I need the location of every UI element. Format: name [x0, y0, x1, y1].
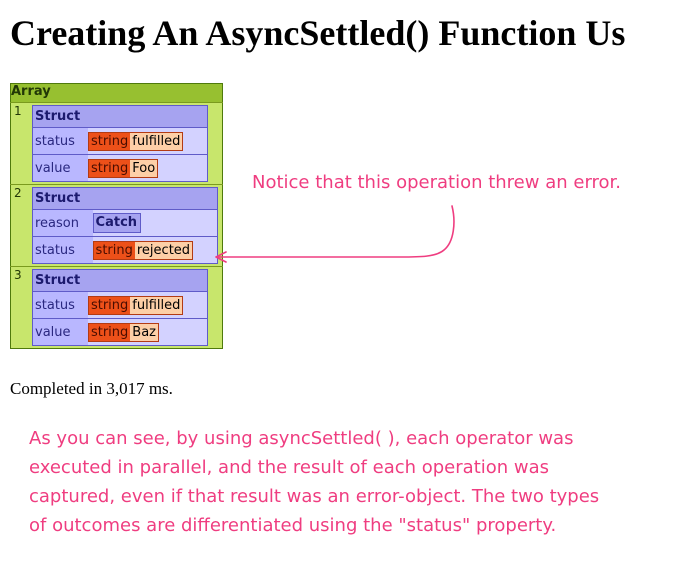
array-table: Array 1 Struct status string	[10, 83, 223, 349]
struct-key[interactable]: value	[32, 318, 88, 346]
struct-header[interactable]: Struct	[32, 269, 208, 292]
struct-key[interactable]: reason	[32, 209, 93, 237]
catch-struct-label[interactable]: Catch	[92, 213, 142, 233]
struct-table: Struct reason Catch status	[32, 187, 218, 264]
string-value-box: string fulfilled	[87, 131, 184, 151]
string-value-box: string Foo	[87, 158, 159, 178]
completed-time-text: Completed in 3,017 ms.	[10, 379, 173, 398]
string-value: rejected	[134, 241, 193, 259]
array-index[interactable]: 3	[10, 266, 32, 349]
string-type-label[interactable]: string	[93, 241, 135, 259]
string-type-label[interactable]: string	[88, 296, 131, 314]
string-value: fulfilled	[130, 296, 183, 314]
array-index[interactable]: 1	[10, 102, 32, 185]
struct-table: Struct status string fulfilled	[32, 105, 208, 182]
string-value: Foo	[130, 159, 158, 177]
struct-key[interactable]: status	[32, 127, 88, 155]
struct-row: value string Baz	[32, 318, 208, 346]
struct-key[interactable]: status	[32, 236, 93, 264]
array-dump: Array 1 Struct status string	[10, 83, 223, 349]
string-value: Baz	[130, 323, 159, 341]
page-title: Creating An AsyncSettled() Function Us	[10, 13, 626, 53]
string-type-label[interactable]: string	[88, 132, 131, 150]
struct-key[interactable]: status	[32, 291, 88, 319]
string-type-label[interactable]: string	[88, 323, 131, 341]
array-header[interactable]: Array	[10, 83, 223, 103]
string-value: fulfilled	[130, 132, 183, 150]
string-value-box: string Baz	[87, 322, 160, 342]
error-annotation: Notice that this operation threw an erro…	[252, 172, 622, 193]
struct-row: reason Catch	[32, 209, 218, 237]
struct-row: status string fulfilled	[32, 127, 208, 155]
struct-table: Struct status string fulfilled	[32, 269, 208, 346]
string-type-label[interactable]: string	[88, 159, 131, 177]
struct-row: value string Foo	[32, 154, 208, 182]
annotation-arrow-line	[217, 205, 455, 258]
string-value-box: string fulfilled	[87, 295, 184, 315]
struct-row: status string fulfilled	[32, 291, 208, 319]
struct-header[interactable]: Struct	[32, 187, 218, 210]
struct-header[interactable]: Struct	[32, 105, 208, 128]
array-index[interactable]: 2	[10, 184, 32, 267]
struct-row: status string rejected	[32, 236, 218, 264]
string-value-box: string rejected	[92, 240, 194, 260]
summary-annotation: As you can see, by using asyncSettled( )…	[29, 428, 600, 536]
struct-key[interactable]: value	[32, 154, 88, 182]
